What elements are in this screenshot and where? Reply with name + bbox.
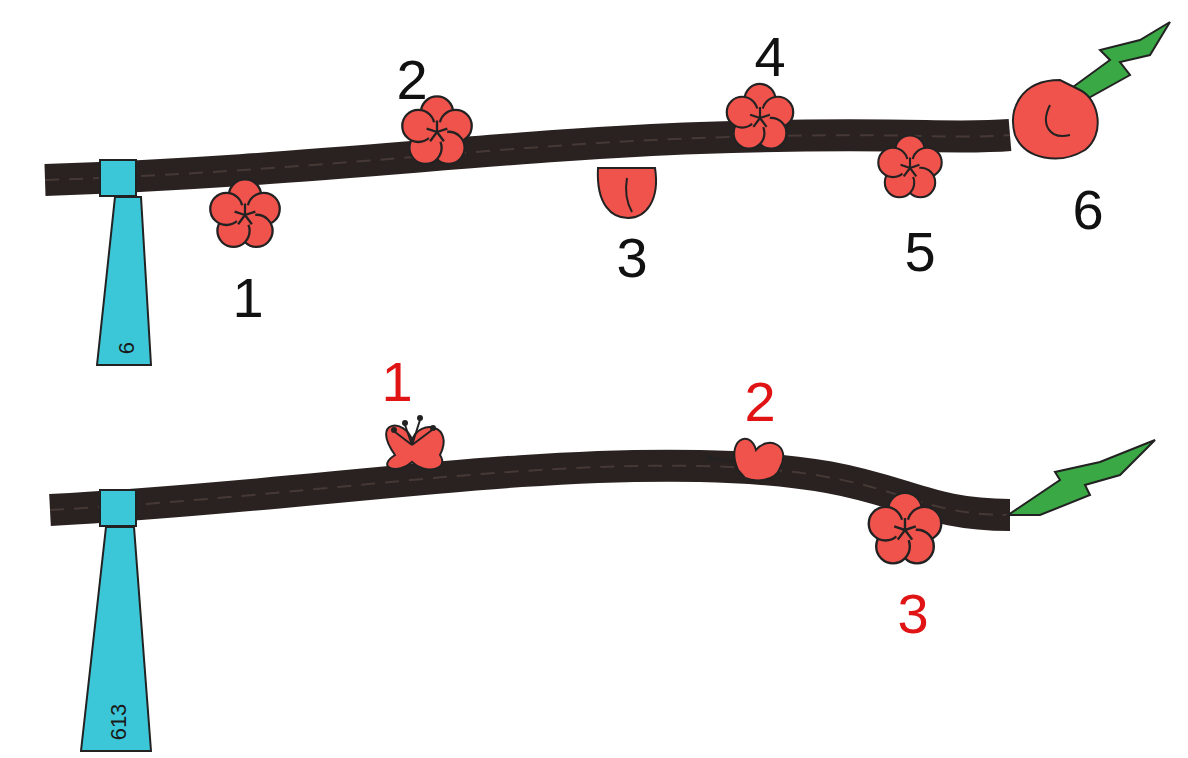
- callout-number: 5: [904, 224, 935, 280]
- tag-number: 6: [116, 342, 138, 354]
- tag-shape: [96, 196, 152, 366]
- plant-tag: 613: [80, 526, 152, 752]
- callout-number: 3: [897, 586, 928, 642]
- callout-number: 1: [232, 270, 263, 326]
- callout-number: 6: [1072, 182, 1103, 238]
- callout-number: 3: [616, 230, 647, 286]
- plant-tag: 6: [96, 196, 152, 366]
- callout-number: 1: [381, 354, 412, 410]
- tag-number: 613: [108, 703, 130, 740]
- callout-number: 4: [754, 29, 785, 85]
- callout-number: 2: [396, 52, 427, 108]
- callout-number: 2: [744, 374, 775, 430]
